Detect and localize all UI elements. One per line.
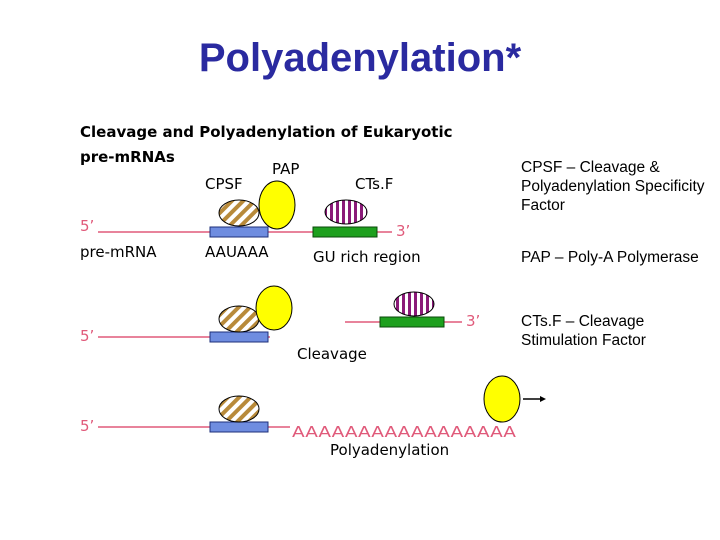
cpsf-factor-row1: [218, 199, 260, 227]
polyadenylation-label: Polyadenylation: [330, 441, 449, 459]
pap-factor-row2: [255, 285, 293, 331]
five-prime-label-row2: 5’: [80, 327, 94, 345]
pap-label: PAP: [272, 160, 299, 178]
figure-heading-line2: pre-mRNAs: [80, 148, 175, 166]
three-prime-label-row1: 3’: [396, 222, 410, 240]
figure-heading-line1: Cleavage and Polyadenylation of Eukaryot…: [80, 123, 453, 141]
legend-pap: PAP – Poly-A Polymerase: [521, 249, 699, 266]
ctsf-factor-row1: [324, 199, 368, 225]
cpsf-factor-row2: [218, 305, 260, 333]
slide-title: Polyadenylation*: [198, 36, 522, 80]
pap-factor-row3: [483, 375, 521, 423]
aauaaa-box-row2: [209, 331, 269, 343]
gu-box-row1: [312, 226, 378, 238]
cpsf-factor-row3: [218, 395, 260, 423]
pap-factor-row1: [258, 180, 296, 230]
aauaaa-label: AAUAAA: [205, 243, 269, 261]
five-prime-label-row3: 5’: [80, 417, 94, 435]
release-arrow-head: [540, 396, 546, 402]
five-prime-label-row1: 5’: [80, 217, 94, 235]
polya-tail: AAAAAAAAAAAAAAAAA: [292, 423, 517, 441]
cleavage-label: Cleavage: [297, 345, 367, 363]
legend-cpsf: CPSF – Cleavage & Polyadenylation Specif…: [521, 159, 705, 214]
cpsf-label: CPSF: [205, 175, 243, 193]
gu-box-row2: [379, 316, 445, 328]
aauaaa-box-row3: [209, 421, 269, 433]
premrna-label: pre-mRNA: [80, 243, 157, 261]
three-prime-label-row2: 3’: [466, 312, 480, 330]
legend-ctsf: CTs.F – Cleavage Stimulation Factor: [521, 313, 646, 349]
ctsf-label: CTs.F: [355, 175, 393, 193]
ctsf-factor-row2: [393, 291, 435, 317]
aauaaa-box-row1: [209, 226, 269, 238]
gu-region-label: GU rich region: [313, 248, 421, 266]
